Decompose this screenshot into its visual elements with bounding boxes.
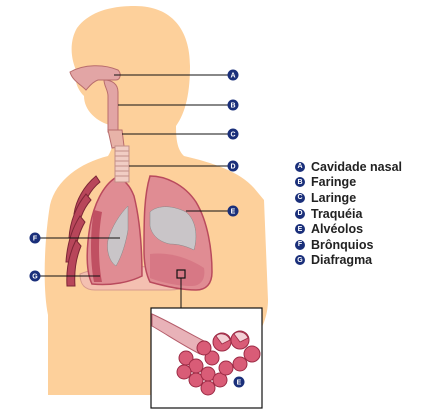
marker-a[interactable]: A: [227, 69, 239, 81]
legend-label-e: Alvéolos: [311, 222, 364, 237]
legend-label-d: Traquéia: [311, 206, 363, 221]
marker-a-letter: A: [230, 73, 235, 80]
legend-item-d: D Traquéia: [295, 206, 425, 222]
trachea: [114, 145, 130, 183]
legend-badge-e: E: [295, 224, 305, 235]
leader-lines: [40, 74, 228, 277]
legend-label-a: Cavidade nasal: [311, 159, 403, 174]
marker-d[interactable]: D: [227, 160, 239, 172]
marker-b[interactable]: B: [227, 99, 239, 111]
marker-e-inset-letter: E: [237, 380, 242, 387]
legend-badge-f: F: [295, 239, 305, 250]
marker-e-inset[interactable]: E: [233, 376, 245, 388]
marker-c-letter: C: [230, 132, 235, 139]
marker-g-letter: G: [32, 274, 38, 281]
legend: A Cavidade nasal B Faringe C Laringe D T…: [295, 159, 425, 268]
legend-item-c: C Laringe: [295, 190, 425, 206]
rib-cage: [65, 175, 101, 287]
legend-item-e: E Alvéolos: [295, 221, 425, 237]
marker-d-letter: D: [230, 164, 235, 171]
trachea-rings: [115, 150, 129, 177]
marker-f-letter: F: [33, 236, 38, 243]
marker-f[interactable]: F: [29, 232, 41, 244]
left-lung-dark-edge: [91, 210, 102, 282]
left-lung-bronchial-tree: [107, 205, 129, 267]
legend-badge-c: C: [295, 192, 305, 203]
legend-badge-g: G: [295, 255, 305, 266]
legend-badge-a: A: [295, 161, 305, 172]
marker-e[interactable]: E: [227, 205, 239, 217]
legend-item-g: G Diafragma: [295, 253, 425, 269]
legend-item-b: B Faringe: [295, 175, 425, 191]
larynx: [107, 129, 125, 149]
legend-label-g: Diafragma: [311, 253, 373, 268]
legend-badge-d: D: [295, 208, 305, 219]
legend-label-c: Laringe: [311, 190, 357, 205]
marker-c[interactable]: C: [227, 128, 239, 140]
legend-item-f: F Brônquios: [295, 237, 425, 253]
inset-alveoli-cutaways: [215, 331, 249, 345]
marker-e-letter: E: [231, 209, 236, 216]
legend-badge-b: B: [295, 177, 305, 188]
marker-g[interactable]: G: [29, 270, 41, 282]
legend-label-f: Brônquios: [311, 237, 374, 252]
marker-b-letter: B: [230, 103, 235, 110]
right-lung-bronchial-tree: [149, 206, 197, 251]
legend-label-b: Faringe: [311, 175, 357, 190]
legend-item-a: A Cavidade nasal: [295, 159, 425, 175]
